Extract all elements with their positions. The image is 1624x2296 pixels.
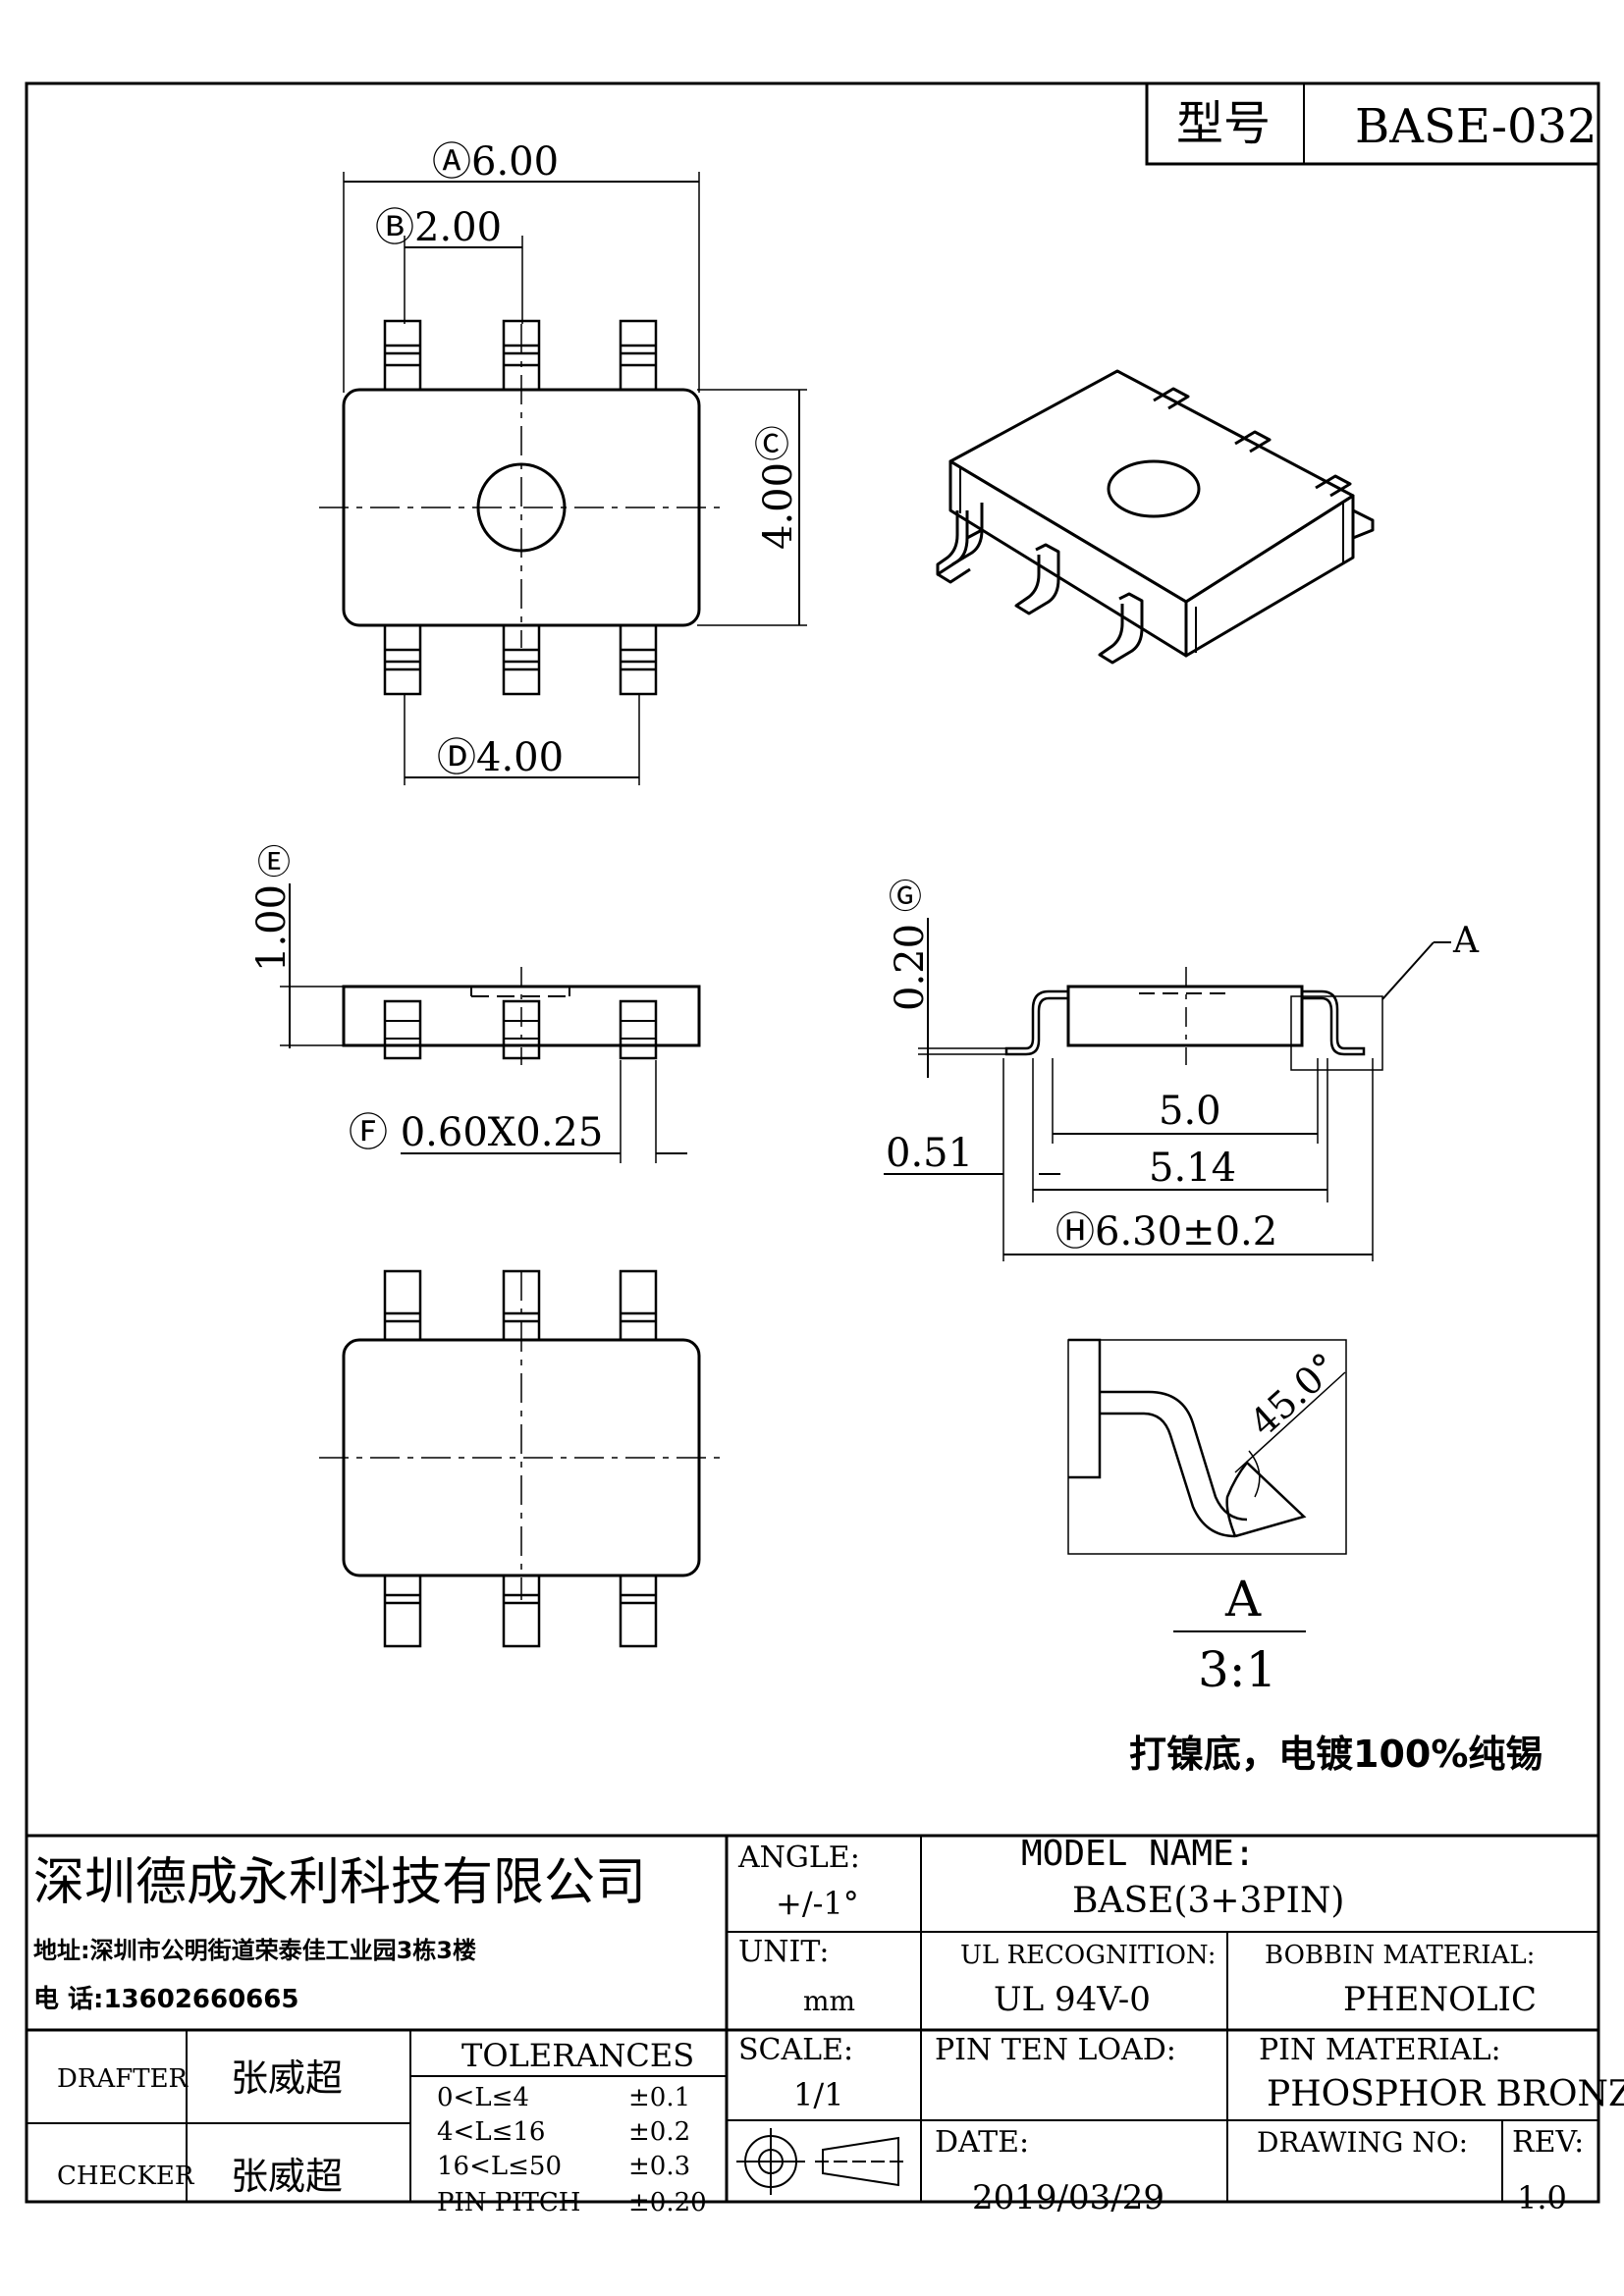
pin-load-label: PIN TEN LOAD: [935,2033,1176,2067]
model-name-label: MODEL NAME: [1021,1834,1255,1874]
dim-0-51-label: 0.51 [886,1131,973,1176]
tolerance-value-1: ±0.1 [628,2083,690,2112]
detail-ref-label: A [1452,921,1480,961]
dim-g-value: 0.20 [888,924,933,1011]
scale-label: SCALE: [738,2033,853,2067]
projection-symbol [736,2128,908,2195]
checker-label: CHECKER [57,2162,195,2191]
company-address: 地址:深圳市公明街道荣泰佳工业园3栋3楼 [33,1937,476,1964]
detail-label: A [1224,1571,1262,1628]
rev-label: REV: [1512,2125,1584,2160]
pin-material-value: PHOSPHOR BRONZE [1267,2074,1624,2114]
dim-e-label: Ⓔ [257,843,291,882]
tolerance-value-3: ±0.3 [628,2152,690,2181]
model-box: 型号 BASE-032 [1145,81,1600,166]
date-label: DATE: [935,2125,1029,2160]
dim-c-value: 4.00 [756,462,801,550]
angle-value: +/-1° [776,1885,859,1922]
tolerance-range-2: 4<L≤16 [437,2117,545,2147]
tolerance-range-1: 0<L≤4 [437,2083,529,2112]
tolerance-range-4: PIN PITCH [437,2188,580,2217]
front-view [884,918,1451,1261]
detail-scale: 3:1 [1198,1641,1276,1698]
unit-value: mm [803,1985,855,2017]
dim-d-label: Ⓓ4.00 [437,735,564,780]
ul-value: UL 94V-0 [994,1980,1151,2019]
title-block-grid [27,1834,1598,2202]
top-view [319,172,807,785]
dim-f-label: Ⓕ 0.60X0.25 [349,1110,603,1155]
detail-a-view [1067,1338,1347,1555]
model-name-value: BASE(3+3PIN) [1072,1881,1344,1921]
sheet-border [25,81,1600,2204]
unit-label: UNIT: [738,1935,829,1969]
angle-label: ANGLE: [737,1841,860,1875]
company-name: 深圳德成永利科技有限公司 [33,1853,646,1912]
pin-material-label: PIN MATERIAL: [1259,2033,1501,2067]
drafter-label: DRAFTER [57,2064,189,2094]
model-value: BASE-032 [1355,99,1597,154]
dim-g-label: Ⓖ [889,878,922,917]
checker-value: 张威超 [231,2155,343,2198]
side-view [280,883,701,1163]
top-view-pins-lower [383,623,658,696]
dim-5-14-label: 5.14 [1149,1146,1236,1191]
tolerance-value-2: ±0.2 [628,2117,690,2147]
drafter-value: 张威超 [231,2056,343,2100]
dim-c-label: Ⓒ [754,425,789,465]
tolerance-range-3: 16<L≤50 [437,2152,562,2181]
dim-b-label: Ⓑ2.00 [375,205,502,250]
date-value: 2019/03/29 [972,2178,1164,2217]
isometric-view [936,369,1375,665]
bobbin-value: PHENOLIC [1343,1980,1537,2019]
model-label: 型号 [1176,96,1271,151]
bobbin-label: BOBBIN MATERIAL: [1265,1941,1535,1970]
top-view-pins-upper [383,319,658,392]
dim-e-value: 1.00 [249,884,295,972]
tolerance-value-4: ±0.20 [628,2188,707,2217]
drawing-no-label: DRAWING NO: [1257,2126,1468,2159]
detail-angle-label: 45.0° [1242,1345,1346,1445]
dim-a-label: Ⓐ6.00 [432,139,559,185]
dim-h-label: Ⓗ6.30±0.2 [1056,1209,1277,1255]
scale-value: 1/1 [793,2076,844,2113]
tolerances-label: TOLERANCES [461,2037,694,2074]
rev-value: 1.0 [1517,2179,1567,2216]
company-phone: 电 话:13602660665 [33,1985,298,2014]
ul-label: UL RECOGNITION: [960,1941,1217,1970]
bottom-view [319,1269,727,1648]
plating-note: 打镍底，电镀100%纯锡 [1129,1733,1543,1776]
dim-5-0-label: 5.0 [1159,1089,1221,1134]
